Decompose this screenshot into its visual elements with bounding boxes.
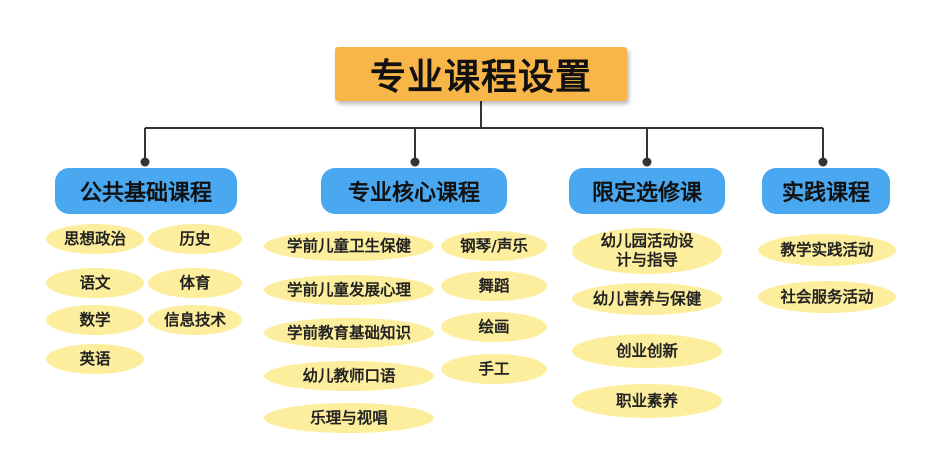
course-item: 学前教育基础知识 <box>264 318 434 348</box>
connector-dot-1 <box>140 157 150 167</box>
category-practice: 实践课程 <box>762 168 890 214</box>
course-item: 思想政治 <box>46 224 144 254</box>
course-item: 历史 <box>148 224 242 254</box>
course-item: 学前儿童卫生保健 <box>264 231 434 261</box>
course-item: 幼儿园活动设计与指导 <box>572 228 722 274</box>
course-item: 幼儿营养与保健 <box>572 283 722 315</box>
course-item: 手工 <box>441 354 547 384</box>
course-item: 英语 <box>46 344 144 374</box>
course-item: 教学实践活动 <box>758 234 896 266</box>
course-item: 语文 <box>46 268 144 298</box>
connector-dot-2 <box>410 157 420 167</box>
course-item: 体育 <box>148 268 242 298</box>
course-item: 幼儿教师口语 <box>264 361 434 391</box>
course-item: 创业创新 <box>572 334 722 368</box>
category-limited-elective: 限定选修课 <box>569 168 725 214</box>
connector-dot-4 <box>818 157 828 167</box>
course-item: 乐理与视唱 <box>264 403 434 433</box>
course-item: 钢琴/声乐 <box>441 231 547 261</box>
chart-title: 专业课程设置 <box>335 47 627 101</box>
course-item: 舞蹈 <box>441 271 547 301</box>
course-item: 信息技术 <box>148 305 242 335</box>
course-item: 社会服务活动 <box>758 281 896 313</box>
connector-dot-3 <box>642 157 652 167</box>
category-professional-core: 专业核心课程 <box>321 168 507 214</box>
course-item: 职业素养 <box>572 384 722 418</box>
course-item: 数学 <box>46 305 144 335</box>
category-public-basic: 公共基础课程 <box>55 168 237 214</box>
course-item: 绘画 <box>441 312 547 342</box>
course-item: 学前儿童发展心理 <box>264 275 434 305</box>
